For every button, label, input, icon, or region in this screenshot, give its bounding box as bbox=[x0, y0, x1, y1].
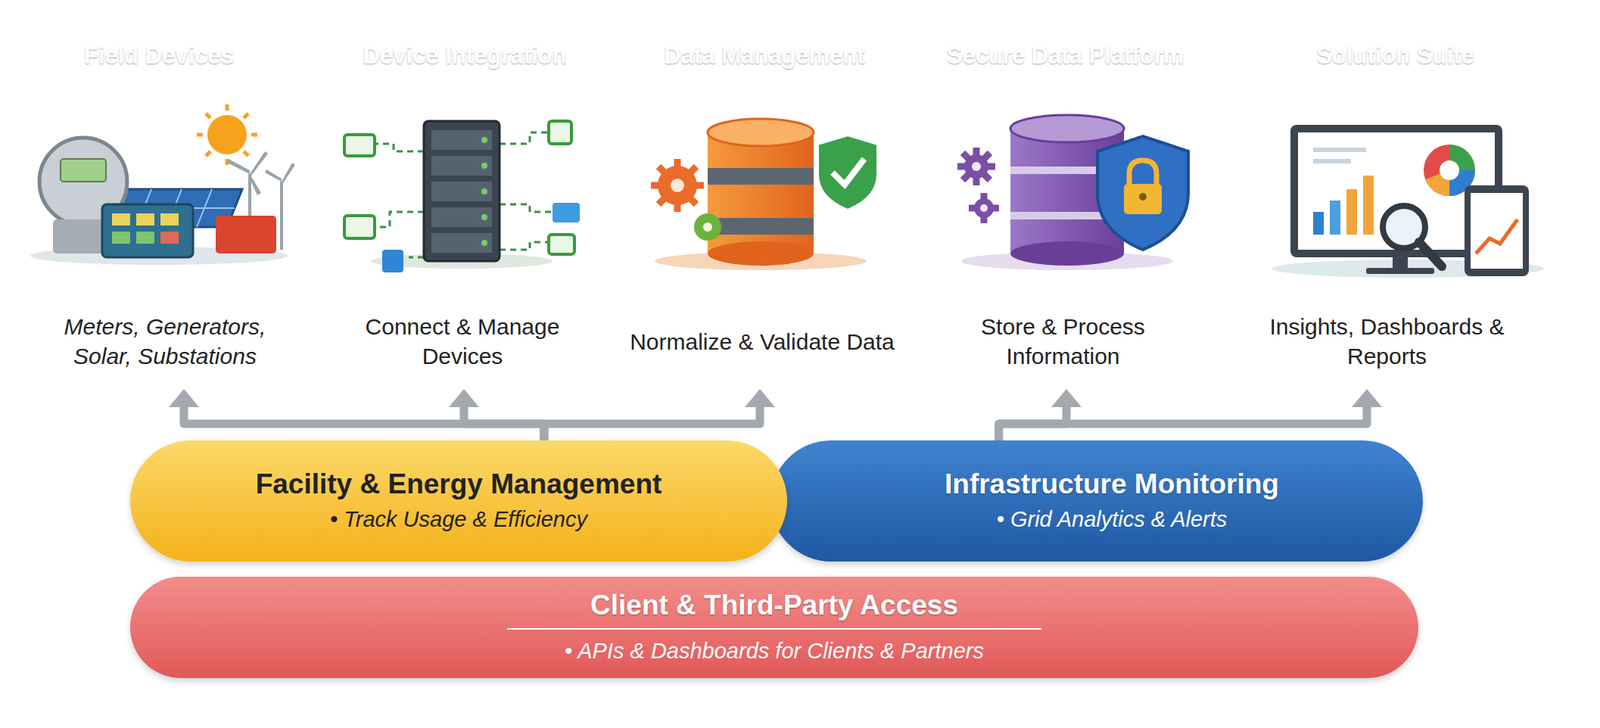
connector-arrow bbox=[544, 389, 776, 441]
arrow-head bbox=[1351, 389, 1383, 408]
connector-line bbox=[463, 404, 545, 441]
arrow-head bbox=[1051, 389, 1082, 408]
column-title: Data Management bbox=[635, 18, 894, 94]
connector-arrow bbox=[448, 389, 545, 441]
column-title: Device Integration bbox=[335, 18, 595, 94]
connector-arrow bbox=[999, 389, 1082, 441]
column-subtitle: Store & Process Information bbox=[913, 299, 1213, 383]
column-subtitle: Connect & Manage Devices bbox=[314, 299, 611, 383]
connector-line bbox=[544, 404, 760, 441]
column-subtitle: Normalize & Validate Data bbox=[613, 299, 911, 383]
stage-column: Solution SuiteInsights, Dashboards & Rep… bbox=[1215, 18, 1559, 388]
connector-arrow bbox=[999, 389, 1383, 441]
band: Client & Third-Party Access • APIs & Dash… bbox=[130, 576, 1419, 679]
stage-column: Secure Data PlatformStore & Process Info… bbox=[913, 18, 1219, 388]
stage-column: Field DevicesMeters, Generators, Solar, … bbox=[20, 18, 316, 388]
band: Infrastructure Monitoring• Grid Analytic… bbox=[770, 440, 1423, 562]
connector-line bbox=[999, 404, 1367, 441]
server-icon bbox=[344, 121, 580, 273]
arrow-head bbox=[744, 389, 776, 408]
stage-column: Data ManagementNormalize & Validate Data bbox=[613, 18, 917, 388]
band-title: Facility & Energy Management bbox=[255, 467, 663, 502]
database-check-icon bbox=[650, 118, 878, 271]
stage-column: Device IntegrationConnect & Manage Devic… bbox=[314, 18, 617, 388]
secure-database-icon bbox=[957, 115, 1189, 271]
column-title: Secure Data Platform bbox=[934, 18, 1196, 94]
arrow-head bbox=[168, 389, 200, 408]
band-title: Infrastructure Monitoring bbox=[944, 467, 1280, 502]
band-title: Client & Third-Party Access bbox=[507, 588, 1042, 630]
band: Facility & Energy Management• Track Usag… bbox=[130, 440, 788, 562]
column-subtitle: Insights, Dashboards & Reports bbox=[1215, 299, 1559, 383]
dashboard-icon bbox=[1271, 124, 1544, 278]
column-title: Solution Suite bbox=[1236, 18, 1554, 94]
column-title: Field Devices bbox=[24, 18, 293, 94]
connector-line bbox=[183, 404, 545, 441]
band-bullet: • APIs & Dashboards for Clients & Partne… bbox=[564, 637, 984, 667]
arrow-head bbox=[448, 389, 480, 408]
column-subtitle: Meters, Generators, Solar, Substations bbox=[20, 299, 310, 383]
field-devices-icon bbox=[30, 104, 296, 265]
band-bullet: • Track Usage & Efficiency bbox=[329, 505, 588, 535]
band-bullet: • Grid Analytics & Alerts bbox=[996, 505, 1228, 535]
connector-arrow bbox=[168, 389, 545, 441]
